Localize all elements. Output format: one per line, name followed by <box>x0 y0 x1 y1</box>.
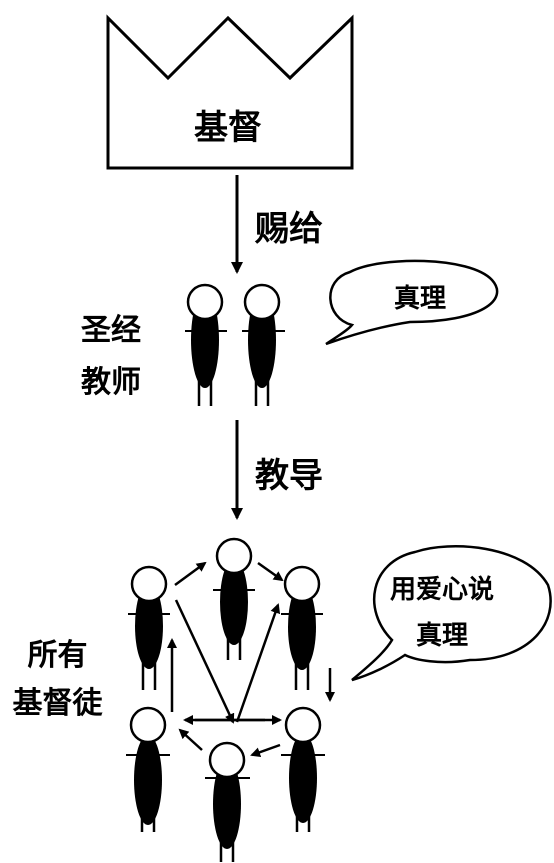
speech-bubble-love-text: 用爱心说 真理 <box>382 567 502 659</box>
believer-figure <box>126 706 170 832</box>
speech-bubble-love-line1: 用爱心说 <box>389 575 494 605</box>
believers-label-line1: 所有 <box>27 638 88 673</box>
teachers-label-line1: 圣经 <box>81 313 141 348</box>
speech-bubble-truth-text: 真理 <box>393 284 446 314</box>
teacher-figure <box>185 283 227 406</box>
believer-figure <box>213 537 255 660</box>
believer-figure <box>281 565 323 690</box>
teachers-label-line2: 教师 <box>81 365 141 400</box>
speech-bubble-love-line2: 真理 <box>415 621 468 651</box>
believers-label: 所有 基督徒 <box>0 632 115 728</box>
believers-label-line2: 基督徒 <box>12 686 103 721</box>
speech-bubble-love <box>351 545 552 682</box>
teachers-label: 圣经 教师 <box>66 305 156 409</box>
believer-figure <box>128 565 170 690</box>
believer-figure <box>281 706 325 832</box>
arrow-given-label: 赐给 <box>255 209 323 249</box>
believer-arrows <box>167 561 335 758</box>
arrow-teach-label: 教导 <box>255 456 323 496</box>
crown-label: 基督 <box>194 108 262 148</box>
speech-bubble-truth <box>325 259 499 346</box>
crown-shape <box>106 14 354 170</box>
teacher-figure <box>242 283 285 406</box>
believer-figure <box>205 741 250 862</box>
